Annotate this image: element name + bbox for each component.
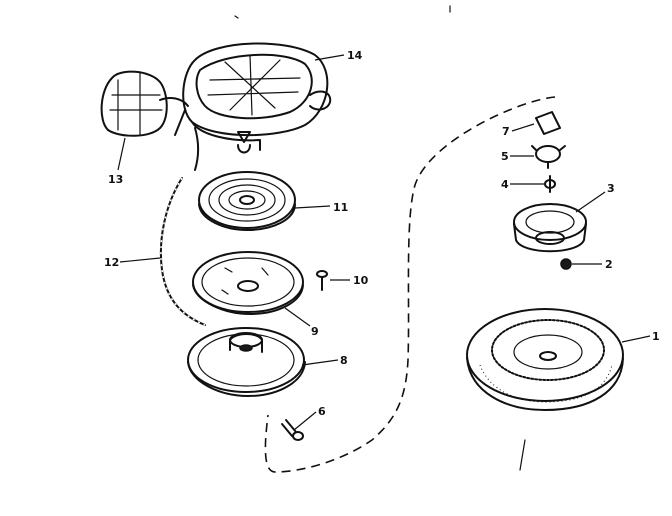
callout-6: 6 xyxy=(318,405,326,418)
starter-rope xyxy=(159,177,206,326)
leader-6 xyxy=(293,411,317,431)
bolt-part-6 xyxy=(281,419,304,441)
leader-11 xyxy=(294,205,331,209)
leader-9 xyxy=(284,307,311,327)
leader-1 xyxy=(621,335,651,343)
leader-14 xyxy=(314,54,345,61)
leader-12 xyxy=(119,257,161,263)
callout-1: 1 xyxy=(652,330,660,343)
rewind-spring xyxy=(198,171,296,231)
callout-2: 2 xyxy=(605,258,613,271)
screw-part-10 xyxy=(316,270,328,291)
callout-5: 5 xyxy=(501,150,509,163)
callout-12: 12 xyxy=(104,256,119,269)
assembly-dashed-line xyxy=(264,96,556,473)
plate-part-7 xyxy=(535,111,561,135)
leader-13 xyxy=(117,137,126,171)
leader-3 xyxy=(575,191,606,213)
starter-housing xyxy=(174,42,332,171)
starter-handle xyxy=(100,70,189,137)
callout-8: 8 xyxy=(340,354,348,367)
callout-13: 13 xyxy=(108,173,123,186)
callout-9: 9 xyxy=(311,325,319,338)
leader-8 xyxy=(301,359,339,366)
callout-7: 7 xyxy=(502,125,510,138)
washer-part-4 xyxy=(544,175,556,193)
callout-4: 4 xyxy=(501,178,509,191)
pulley-cup xyxy=(187,327,306,397)
callout-10: 10 xyxy=(353,274,369,287)
flywheel-screen xyxy=(466,308,624,411)
cam-part-5 xyxy=(531,145,566,169)
callout-14: 14 xyxy=(347,49,363,62)
callout-11: 11 xyxy=(333,201,348,214)
callout-3: 3 xyxy=(607,182,615,195)
leader-7 xyxy=(511,123,535,132)
starter-cup xyxy=(513,203,587,253)
pulley-plate xyxy=(192,251,304,315)
nut-part-2 xyxy=(560,258,572,270)
